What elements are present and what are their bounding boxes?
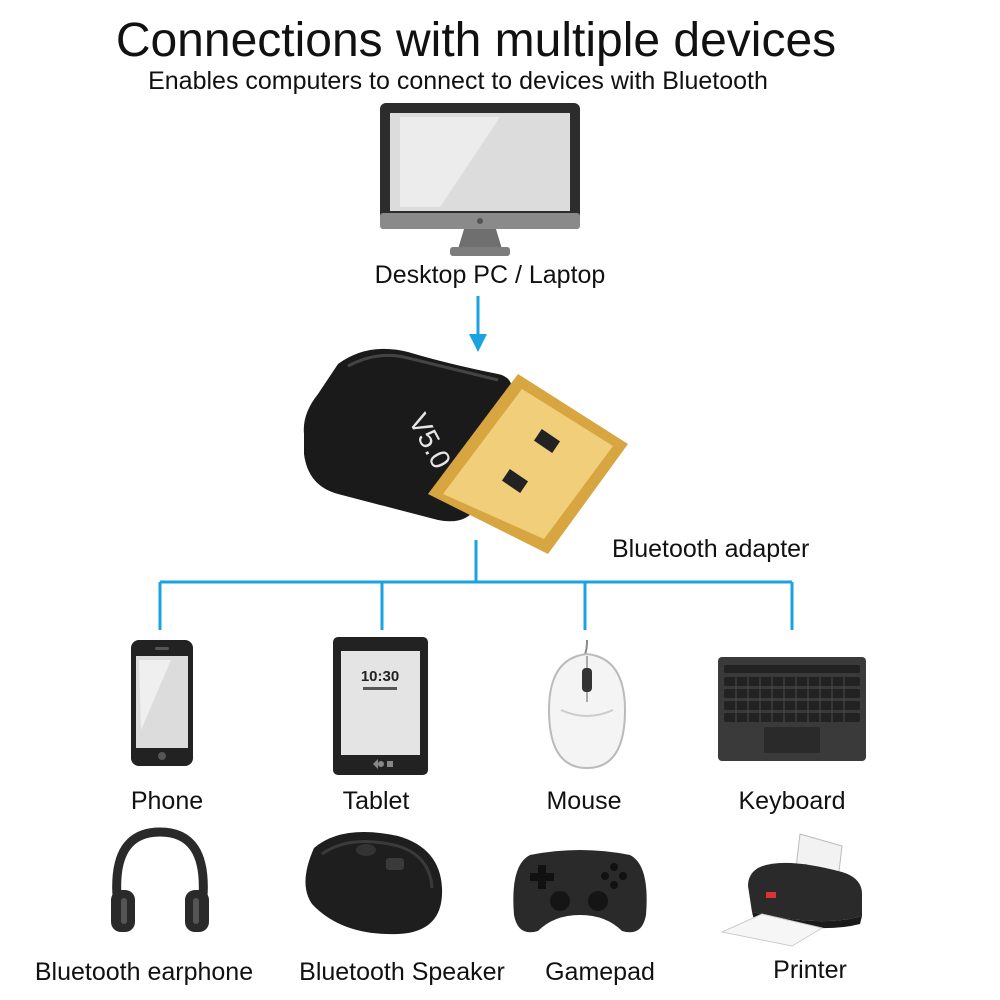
keyboard-label: Keyboard — [738, 787, 846, 815]
speaker-label: Bluetooth Speaker — [299, 958, 505, 986]
tablet-clock: 10:30 — [361, 668, 399, 685]
printer-icon — [720, 833, 862, 947]
earphone-label: Bluetooth earphone — [34, 958, 254, 986]
tablet-icon: 10:30 — [333, 637, 428, 775]
tablet-label: Tablet — [342, 787, 410, 815]
desktop-label: Desktop PC / Laptop — [374, 261, 606, 289]
keyboard-icon — [718, 657, 866, 761]
mouse-icon — [547, 639, 627, 770]
gamepad-label: Gamepad — [545, 958, 655, 986]
mouse-label: Mouse — [546, 787, 622, 815]
headphones-icon — [111, 827, 209, 932]
usb-bluetooth-adapter-icon: V5.0 — [303, 348, 628, 554]
phone-icon — [131, 640, 193, 766]
adapter-label: Bluetooth adapter — [612, 535, 810, 563]
phone-label: Phone — [130, 787, 204, 815]
gamepad-icon — [513, 850, 647, 933]
speaker-icon — [305, 832, 443, 935]
page-title: Connections with multiple devices — [115, 14, 837, 67]
desktop-monitor-icon — [380, 103, 580, 256]
page-subtitle: Enables computers to connect to devices … — [148, 67, 768, 95]
printer-label: Printer — [773, 956, 847, 984]
